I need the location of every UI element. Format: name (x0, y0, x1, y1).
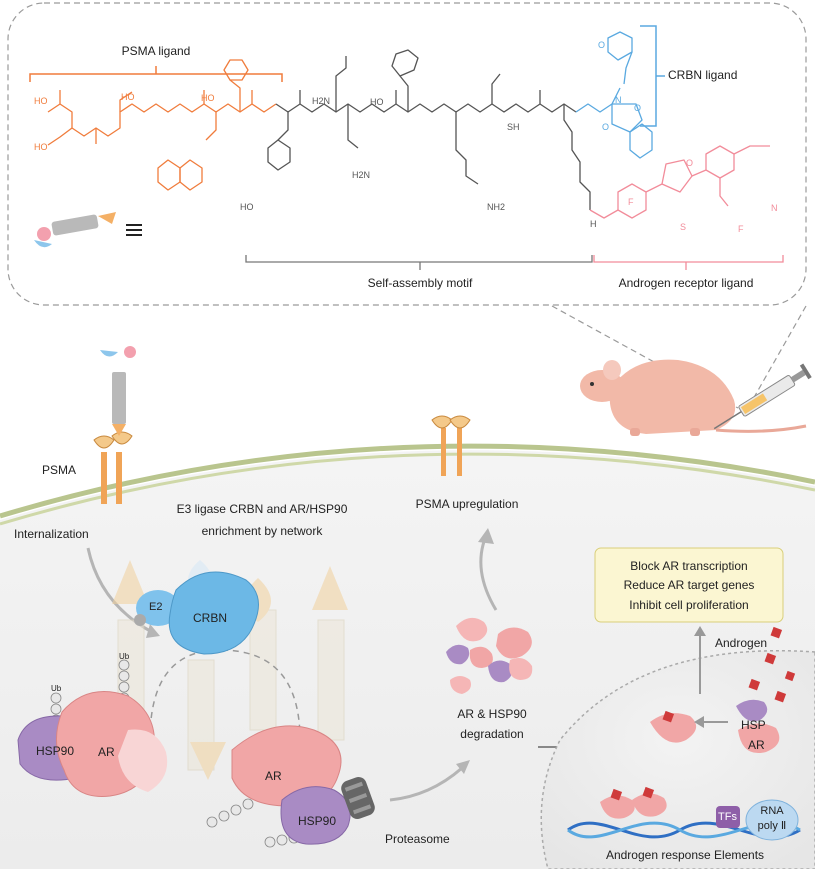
psma-label: PSMA (42, 463, 77, 477)
atom-label: HO (121, 92, 135, 102)
ar-androgen-nucleus (650, 710, 697, 743)
atom-label: S (680, 222, 687, 232)
outcome-box (594, 547, 784, 623)
hsp90-left-label: HSP90 (36, 744, 75, 758)
mouse-illustration (580, 359, 807, 436)
self-assembly-label: Self-assembly motif (367, 276, 473, 290)
tfs-label: TFs (718, 811, 737, 823)
self-assembly-structure (267, 49, 591, 210)
crbn-ligand-label: CRBN ligand (668, 68, 738, 82)
hsp-ar-complex-right (736, 699, 780, 754)
internalization-label: Internalization (14, 527, 89, 541)
atom-label: HO (34, 142, 48, 152)
psma-ligand-bracket (29, 66, 283, 82)
hsp-label: HSP (741, 718, 766, 732)
atom-label: N (615, 95, 622, 105)
androgen-molecules (748, 626, 796, 703)
crbn-ligand-structure (575, 31, 653, 159)
crbn-label: CRBN (193, 611, 228, 625)
psma-ligand-structure (47, 59, 277, 191)
atom-label: H2N (312, 96, 331, 106)
proteasome-icon (341, 777, 375, 819)
cell-membrane-outer (0, 443, 815, 519)
are-label: Androgen response Elements (605, 848, 765, 862)
atom-label: HO (34, 96, 48, 106)
atom-label: O (602, 122, 610, 132)
ar-ligand-bracket (593, 255, 784, 270)
degradation-line2: degradation (460, 727, 524, 741)
chemical-structure (47, 31, 770, 219)
ar-ligand-structure (589, 145, 770, 219)
psma-upregulation-label: PSMA upregulation (415, 497, 519, 511)
degradation-line1: AR & HSP90 (457, 707, 527, 721)
rna-poly-shape (745, 799, 799, 841)
protac-icon (34, 212, 116, 248)
equivalence-icon (126, 224, 142, 236)
dna-bound-ar (600, 786, 667, 819)
ar-left-label: AR (98, 745, 115, 759)
rna-poly-line2: poly Ⅱ (757, 820, 787, 832)
ar-right-label: AR (748, 738, 765, 752)
e3-enrichment-line1: E3 ligase CRBN and AR/HSP90 (176, 502, 348, 516)
atom-label: HO (370, 97, 384, 107)
zoom-lines (551, 305, 807, 409)
atom-label: O (598, 40, 606, 50)
outcome-line-3: Inhibit cell proliferation (629, 598, 749, 612)
e2-crbn-complex (134, 571, 259, 655)
degraded-fragments (446, 617, 533, 694)
psma-receptor-upregulated (431, 415, 471, 476)
internalization-arrowhead (146, 624, 160, 638)
ub-label: Ub (51, 684, 62, 693)
atom-label: HO (240, 202, 254, 212)
tfs-shape (716, 806, 740, 828)
atom-label: F (628, 197, 634, 207)
atom-label: NH2 (487, 202, 506, 212)
atom-label: O (634, 103, 642, 113)
proteasome-label: Proteasome (385, 832, 450, 846)
androgen-label: Androgen (715, 636, 768, 650)
arrow-to-degradation (389, 766, 463, 802)
crbn-ligand-bracket (640, 25, 665, 127)
atom-label: HO (201, 93, 215, 103)
hsp90-center-label: HSP90 (298, 814, 337, 828)
outcome-line-1: Block AR transcription (630, 559, 748, 573)
ar-center-label: AR (265, 769, 282, 783)
e2-label: E2 (149, 601, 163, 613)
e3-enrichment-line2: enrichment by network (201, 524, 323, 538)
ar-ligand-label: Androgen receptor ligand (618, 276, 754, 290)
ar-hsp90-complex-center (231, 725, 351, 845)
atom-label: H2N (352, 170, 371, 180)
atom-label: N (771, 203, 778, 213)
protac-incoming (100, 346, 136, 436)
atom-label: SH (507, 122, 520, 132)
ub-label: Ub (119, 652, 130, 661)
cell-membrane-inner (0, 452, 815, 526)
psma-receptor-left (93, 431, 133, 504)
network-dashed-arc (149, 649, 301, 741)
atom-label: F (738, 224, 744, 234)
rna-poly-line1: RNA (760, 805, 784, 817)
molecule-panel (7, 2, 807, 306)
syringe-illustration (713, 363, 812, 430)
self-assembly-bracket (245, 255, 593, 270)
hsp90-ar-complex-left (17, 691, 168, 797)
psma-ligand-label: PSMA ligand (121, 44, 191, 58)
outcome-line-2: Reduce AR target genes (623, 578, 755, 592)
atom-label: O (686, 158, 694, 168)
atom-label: H (590, 219, 597, 229)
